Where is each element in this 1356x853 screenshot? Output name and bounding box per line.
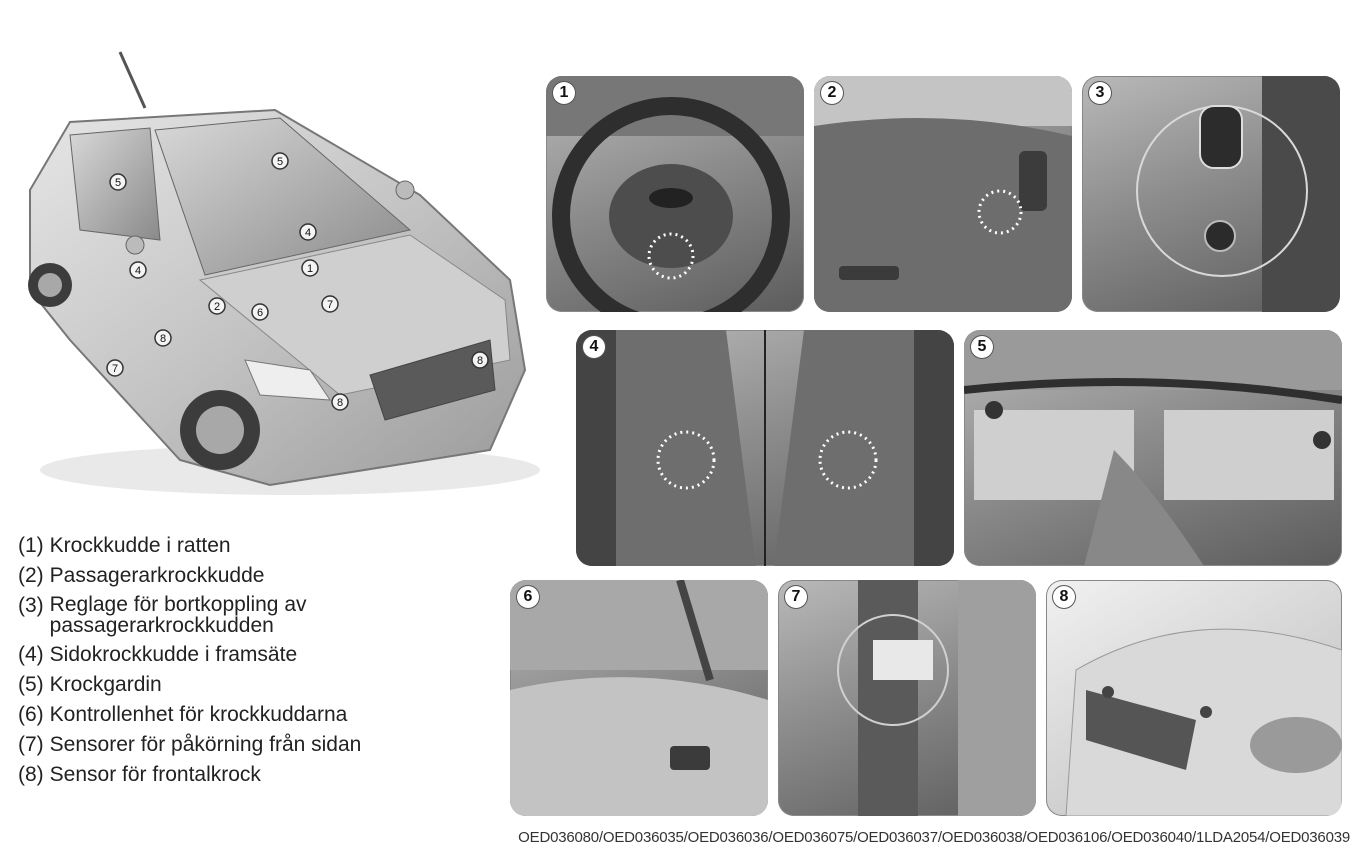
legend-item: (3) Reglage för bortkoppling av passager… bbox=[18, 594, 498, 636]
panel-number: 5 bbox=[971, 336, 993, 358]
panel-side-airbags: 4 bbox=[576, 330, 954, 566]
panel-steering-wheel-airbag: 1 bbox=[546, 76, 804, 312]
legend-label: Kontrollenhet för krockkuddarna bbox=[50, 703, 498, 726]
car-marker: 5 bbox=[272, 153, 288, 169]
svg-text:7: 7 bbox=[327, 299, 333, 311]
car-marker: 4 bbox=[130, 262, 146, 278]
svg-text:5: 5 bbox=[115, 177, 121, 189]
svg-text:4: 4 bbox=[305, 227, 311, 239]
dashboard-photo bbox=[814, 76, 1072, 312]
legend-item: (6) Kontrollenhet för krockkuddarna bbox=[18, 703, 498, 726]
svg-text:8: 8 bbox=[337, 397, 343, 409]
cabin-photo bbox=[964, 330, 1342, 566]
legend-number: (6) bbox=[18, 703, 44, 726]
panel-curtain-airbag: 5 bbox=[964, 330, 1342, 566]
panel-number: 6 bbox=[517, 586, 539, 608]
floor-console-photo bbox=[510, 580, 768, 816]
legend-item: (2) Passagerarkrockkudde bbox=[18, 564, 498, 587]
car-marker: 6 bbox=[252, 304, 268, 320]
front-car-photo bbox=[1046, 580, 1342, 816]
airbag-legend: (1) Krockkudde i ratten (2) Passagerarkr… bbox=[18, 534, 498, 793]
b-pillar-photo bbox=[778, 580, 1036, 816]
image-reference-codes: OED036080/OED036035/OED036036/OED036075/… bbox=[300, 829, 1350, 846]
panel-number: 7 bbox=[785, 586, 807, 608]
legend-label: Sensorer för påkörning från sidan bbox=[50, 733, 498, 756]
steering-wheel-photo bbox=[546, 76, 804, 312]
switch-photo bbox=[1082, 76, 1340, 312]
legend-label: Passagerarkrockkudde bbox=[50, 564, 498, 587]
svg-text:6: 6 bbox=[257, 307, 263, 319]
car-marker: 5 bbox=[110, 174, 126, 190]
legend-item: (1) Krockkudde i ratten bbox=[18, 534, 498, 557]
car-marker: 2 bbox=[209, 298, 225, 314]
car-marker: 4 bbox=[300, 224, 316, 240]
legend-number: (4) bbox=[18, 643, 44, 666]
svg-text:1: 1 bbox=[307, 263, 313, 275]
legend-label: Krockkudde i ratten bbox=[50, 534, 498, 557]
panel-passenger-airbag: 2 bbox=[814, 76, 1072, 312]
legend-number: (5) bbox=[18, 673, 44, 696]
panel-side-impact-sensors: 7 bbox=[778, 580, 1036, 816]
panel-airbag-control-unit: 6 bbox=[510, 580, 768, 816]
car-marker: 7 bbox=[322, 296, 338, 312]
panel-airbag-off-switch: 3 bbox=[1082, 76, 1340, 312]
panel-number: 4 bbox=[583, 336, 605, 358]
legend-number: (8) bbox=[18, 763, 44, 786]
car-marker: 8 bbox=[472, 352, 488, 368]
legend-number: (1) bbox=[18, 534, 44, 557]
legend-item: (7) Sensorer för påkörning från sidan bbox=[18, 733, 498, 756]
panel-number: 2 bbox=[821, 82, 843, 104]
svg-text:5: 5 bbox=[277, 156, 283, 168]
seat-photo bbox=[576, 330, 954, 566]
car-marker: 7 bbox=[107, 360, 123, 376]
legend-number: (2) bbox=[18, 564, 44, 587]
car-marker: 1 bbox=[302, 260, 318, 276]
legend-label: Sidokrockkudde i framsäte bbox=[50, 643, 498, 666]
legend-number: (7) bbox=[18, 733, 44, 756]
legend-label: Reglage för bortkoppling av passagerarkr… bbox=[50, 594, 498, 636]
legend-label: Krockgardin bbox=[50, 673, 498, 696]
car-marker: 8 bbox=[155, 330, 171, 346]
svg-text:8: 8 bbox=[477, 355, 483, 367]
panel-number: 1 bbox=[553, 82, 575, 104]
svg-text:8: 8 bbox=[160, 333, 166, 345]
panel-number: 8 bbox=[1053, 586, 1075, 608]
legend-item: (4) Sidokrockkudde i framsäte bbox=[18, 643, 498, 666]
legend-item: (5) Krockgardin bbox=[18, 673, 498, 696]
legend-label: Sensor för frontalkrock bbox=[50, 763, 498, 786]
svg-text:7: 7 bbox=[112, 363, 118, 375]
car-illustration: 1 2 6 4 5 5 4 8 7 8 8 7 bbox=[10, 40, 540, 500]
svg-text:4: 4 bbox=[135, 265, 141, 277]
legend-number: (3) bbox=[18, 594, 44, 636]
panel-number: 3 bbox=[1089, 82, 1111, 104]
svg-text:2: 2 bbox=[214, 301, 220, 313]
car-marker: 8 bbox=[332, 394, 348, 410]
panel-front-impact-sensor: 8 bbox=[1046, 580, 1342, 816]
legend-item: (8) Sensor för frontalkrock bbox=[18, 763, 498, 786]
